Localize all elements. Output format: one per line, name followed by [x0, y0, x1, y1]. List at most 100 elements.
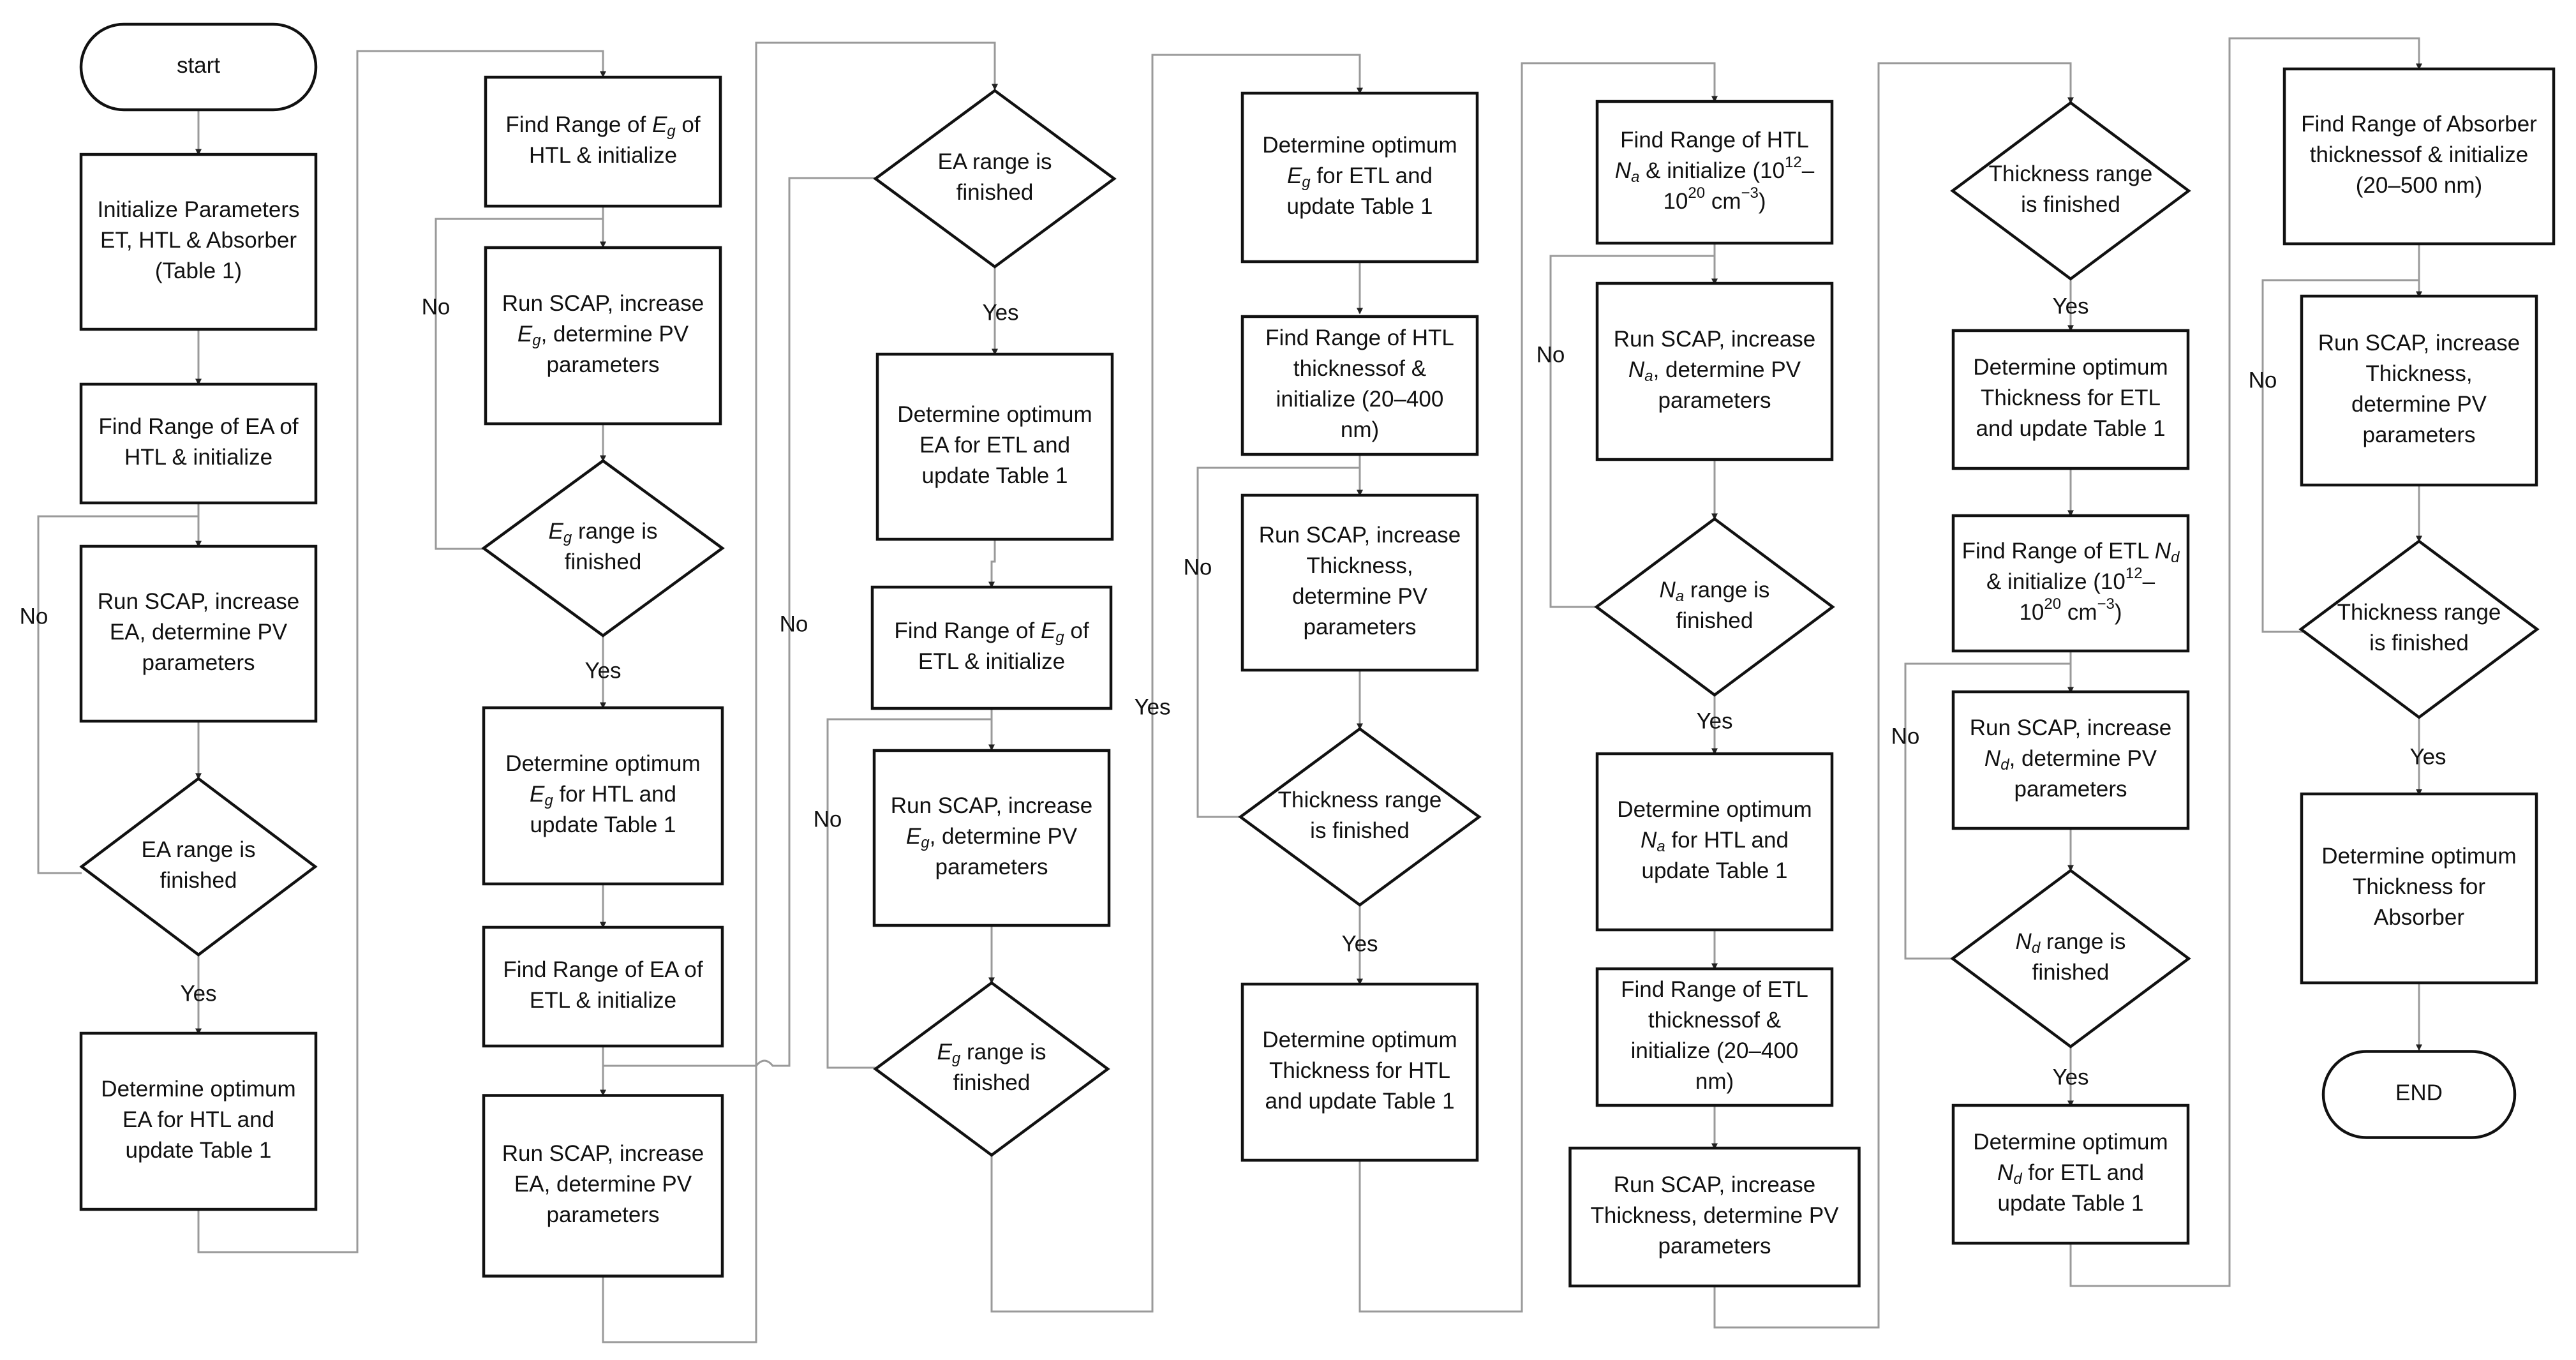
text-run: thicknessof & [1293, 356, 1426, 381]
text-run: parameters [1303, 615, 1416, 639]
process-box [1595, 967, 1834, 1107]
text-run: parameters [142, 650, 255, 675]
node-text-line: Run SCAP, increase [891, 793, 1092, 818]
connector-column6-to-column7 [2069, 37, 2422, 1287]
text-run: N [2016, 929, 2032, 954]
connector-ea-htl-no-loop [37, 515, 198, 874]
text-run: finished [565, 549, 642, 574]
text-run: Find Range of HTL [1620, 128, 1809, 153]
process-box [1595, 100, 1834, 245]
text-run: 20 [1688, 184, 1705, 202]
text-run: g [921, 834, 930, 851]
text-run: −3 [1741, 184, 1759, 202]
node-text-line: is finished [2369, 631, 2469, 655]
node-text-line: finished [2032, 960, 2110, 985]
label-yes: Yes [180, 981, 216, 1006]
text-run: ETL & initialize [530, 988, 676, 1013]
text-run: EA, determine PV [514, 1172, 692, 1197]
text-run: Thickness for HTL [1269, 1058, 1450, 1083]
text-run: a [1676, 588, 1684, 605]
node-text-line: thicknessof & [1648, 1008, 1781, 1033]
text-run: Determine optimum [505, 751, 700, 776]
node-text-line: EA, determine PV [110, 620, 288, 645]
text-run: E [1041, 618, 1056, 643]
text-run: 10 [2019, 600, 2044, 625]
label-no: No [1184, 555, 1212, 579]
text-run: g [1302, 174, 1311, 191]
node-text-line: Run SCAP, increase [502, 1141, 704, 1166]
node-text-line: Initialize Parameters [97, 197, 299, 222]
text-run: Run SCAP, increase [1614, 1172, 1815, 1197]
node-text-line: update Table 1 [530, 812, 676, 837]
text-run: is finished [2021, 192, 2120, 217]
node-text-line: END [2395, 1080, 2443, 1105]
connector-column4-to-column5 [1359, 62, 1718, 1313]
label-no: No [780, 611, 808, 636]
text-run: , determine PV [1653, 357, 1801, 382]
node-text-line: parameters [935, 855, 1048, 879]
text-run: , determine PV [2009, 746, 2157, 771]
text-run: Thickness, [1306, 553, 1413, 578]
text-run: range is [572, 519, 657, 544]
text-run: N [1628, 357, 1645, 382]
text-run: and update Table 1 [1976, 416, 2165, 441]
node-text-line: parameters [2014, 777, 2127, 802]
process-box [1951, 1103, 2190, 1245]
text-run: a [1631, 168, 1639, 186]
node-dec-nd-etl: Nd range is finished [1950, 869, 2191, 1049]
process-box [1240, 315, 1479, 456]
text-run: for HTL and [553, 782, 676, 807]
text-run: E [937, 1040, 953, 1065]
node-text-line: Thickness range [2337, 600, 2501, 625]
text-run: ) [2115, 600, 2122, 625]
node-text-line: Nd range is [2016, 929, 2126, 957]
process-box [870, 585, 1113, 710]
text-run: g [952, 1050, 961, 1067]
process-box [1951, 514, 2190, 653]
node-text-line: ETL & initialize [918, 649, 1065, 674]
text-run: Determine optimum [1973, 355, 2168, 380]
text-run: Find Range of EA of [98, 414, 299, 439]
text-run: cm [1705, 189, 1741, 214]
text-run: is finished [1310, 818, 1410, 843]
node-text-line: Determine optimum [1262, 133, 1457, 158]
label-no: No [422, 294, 450, 319]
node-text-line: (20–500 nm) [2356, 173, 2482, 198]
node-text-line: is finished [2021, 192, 2120, 217]
node-text-line: parameters [546, 1202, 659, 1227]
text-run: range is [1684, 578, 1769, 602]
node-text-line: Thickness, [1306, 553, 1413, 578]
text-run: range is [960, 1040, 1046, 1065]
node-text-line: Na range is [1660, 578, 1770, 605]
connector-opt-ea-etl-to-range-eg-etl [988, 539, 996, 588]
node-text-line: Determine optimum [505, 751, 700, 776]
text-run: Absorber [2374, 905, 2464, 930]
node-text-line: Determine optimum [1262, 1027, 1457, 1052]
text-run: parameters [1658, 388, 1771, 413]
process-box [872, 749, 1111, 927]
text-run: & initialize (10 [1986, 569, 2126, 594]
connector-labels: No No No No No No No No Yes Yes Yes Yes … [20, 294, 2446, 1089]
node-range-ea-htl: Find Range of EA of HTL & initialize [79, 382, 318, 505]
process-box [1568, 1146, 1861, 1288]
process-box [1951, 690, 2190, 830]
text-run: E [1287, 163, 1302, 188]
text-run: Find Range of HTL [1265, 325, 1454, 350]
label-yes: Yes [1341, 931, 1378, 956]
text-run: Thickness, determine PV [1590, 1203, 1839, 1228]
node-text-line: parameters [546, 352, 659, 377]
text-run: Thickness for ETL [1981, 385, 2161, 410]
node-text-line: Determine optimum [1973, 355, 2168, 380]
text-run: is finished [2369, 631, 2469, 655]
text-run: update Table 1 [1997, 1191, 2143, 1216]
connector-column5-to-column6 [1713, 62, 2074, 1329]
text-run: HTL & initialize [124, 445, 272, 470]
text-run: ) [1759, 189, 1766, 214]
